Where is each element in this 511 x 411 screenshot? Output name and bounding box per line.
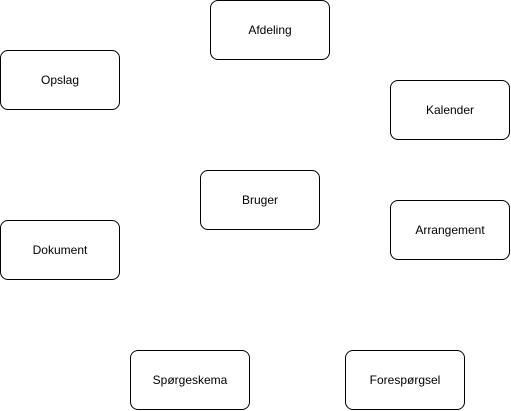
entity-box-dokument[interactable]: Dokument [0, 220, 120, 280]
entity-label-afdeling: Afdeling [248, 23, 292, 37]
entity-box-kalender[interactable]: Kalender [390, 80, 510, 140]
entity-box-opslag[interactable]: Opslag [0, 50, 120, 110]
entity-box-afdeling[interactable]: Afdeling [210, 0, 330, 60]
entity-label-arrangement: Arrangement [415, 223, 485, 237]
entity-box-forespoergsel[interactable]: Forespørgsel [345, 350, 465, 410]
entity-label-dokument: Dokument [32, 243, 88, 257]
entity-box-bruger[interactable]: Bruger [200, 170, 320, 230]
entity-label-spoergeskema: Spørgeskema [152, 373, 228, 387]
entity-label-opslag: Opslag [40, 73, 80, 87]
entity-label-forespoergsel: Forespørgsel [369, 373, 441, 387]
entity-label-bruger: Bruger [241, 193, 279, 207]
entity-box-spoergeskema[interactable]: Spørgeskema [130, 350, 250, 410]
entity-box-arrangement[interactable]: Arrangement [390, 200, 510, 260]
entity-label-kalender: Kalender [425, 103, 475, 117]
